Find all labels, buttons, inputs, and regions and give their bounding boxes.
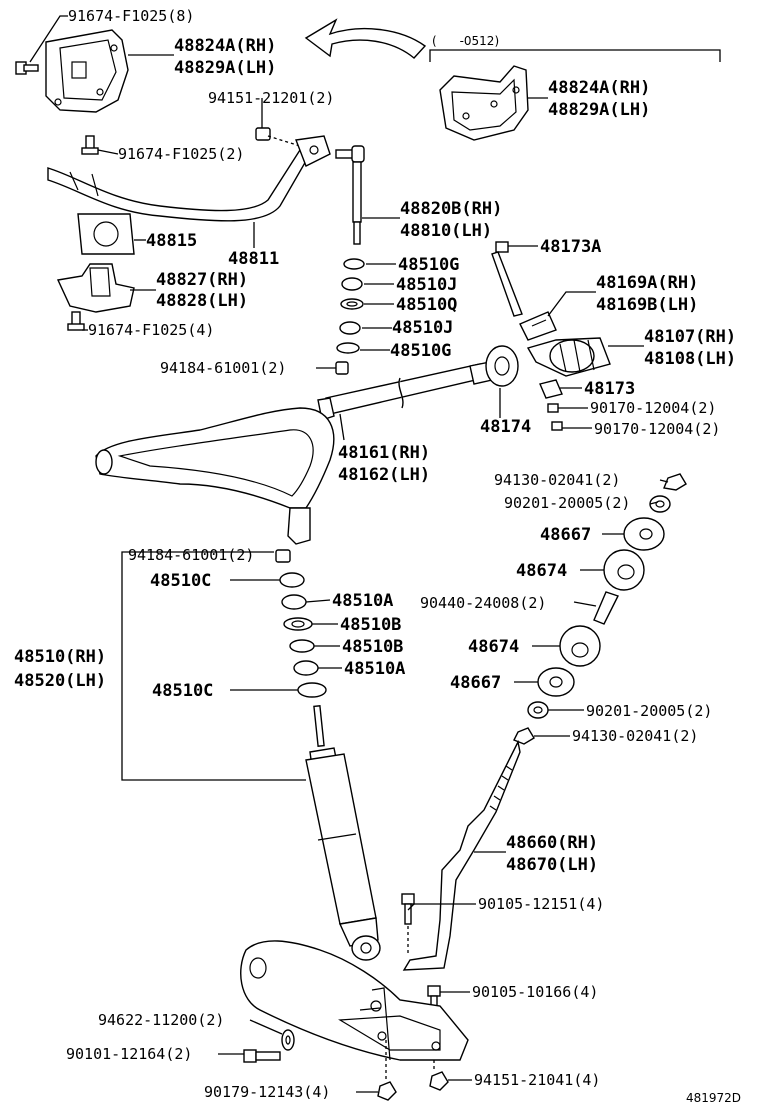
label-48510g-top: 48510G [398, 255, 459, 275]
label-90179-12143-4: 90179-12143(4) [204, 1083, 330, 1101]
label-48674-2: 48674 [468, 637, 519, 657]
label-48510q: 48510Q [396, 295, 457, 315]
label-48510g-2: 48510G [390, 341, 451, 361]
link-bushing-stack [335, 258, 365, 375]
bolt-90101-12164 [243, 1049, 281, 1063]
direction-arrow [304, 18, 427, 59]
bolt-91674-f1025-2 [81, 135, 99, 155]
label-48107-rh: 48107(RH) [644, 327, 736, 347]
label-91674-f1025-8: 91674-F1025(8) [68, 7, 194, 25]
label-91674-f1025-4: 91674-F1025(4) [88, 321, 214, 339]
label-48827-rh: 48827(RH) [156, 270, 248, 290]
label-48829a-lh-2: 48829A(LH) [548, 100, 650, 120]
label-48510c-top: 48510C [150, 571, 211, 591]
label-48667-top: 48667 [540, 525, 591, 545]
label-48162-lh: 48162(LH) [338, 465, 430, 485]
bracket-48824a-right [439, 65, 529, 141]
label-48173: 48173 [584, 379, 635, 399]
label-90105-10166-4: 90105-10166(4) [472, 983, 598, 1001]
bolt-48173a [491, 241, 523, 317]
label-48510j-2: 48510J [392, 318, 453, 338]
label-48510j-top: 48510J [396, 275, 457, 295]
label-48520-lh: 48520(LH) [14, 671, 106, 691]
label-94130-02041-2-top: 94130-02041(2) [494, 471, 620, 489]
stabilizer-link-48820b [335, 145, 365, 245]
upper-control-arm [95, 407, 335, 545]
nut-90170-12004-a [547, 403, 559, 413]
label-48161-rh: 48161(RH) [338, 443, 430, 463]
label-48169a-rh: 48169A(RH) [596, 273, 698, 293]
label-48811: 48811 [228, 249, 279, 269]
bolt-90105-12151 [401, 893, 415, 925]
nut-90179-12143 [377, 1081, 397, 1101]
label-48510-rh: 48510(RH) [14, 647, 106, 667]
label-48660-rh: 48660(RH) [506, 833, 598, 853]
label-90201-20005-2-top: 90201-20005(2) [504, 494, 630, 512]
label-48510a-top: 48510A [332, 591, 393, 611]
nut-94151-21201 [255, 127, 271, 141]
adjuster-48174 [485, 345, 519, 387]
block-48173 [539, 379, 563, 399]
bracket-48660 [402, 739, 521, 971]
label-90105-12151-4: 90105-12151(4) [478, 895, 604, 913]
label-48670-lh: 48670(LH) [506, 855, 598, 875]
washer-94622-11200 [281, 1029, 295, 1051]
label-48824a-rh: 48824A(RH) [174, 36, 276, 56]
bracket-48827 [56, 263, 135, 313]
label-48510c-2: 48510C [152, 681, 213, 701]
label-48815: 48815 [146, 231, 197, 251]
label-90170-12004-2-a: 90170-12004(2) [590, 399, 716, 417]
label-94151-21041-4: 94151-21041(4) [474, 1071, 600, 1089]
label-48810-lh: 48810(LH) [400, 221, 492, 241]
label-48674-top: 48674 [516, 561, 567, 581]
label-94184-61001-2-mid: 94184-61001(2) [128, 546, 254, 564]
label-48173a: 48173A [540, 237, 601, 257]
label-90170-12004-2-b: 90170-12004(2) [594, 420, 720, 438]
label-48828-lh: 48828(LH) [156, 291, 248, 311]
label-48510a-2: 48510A [344, 659, 405, 679]
lower-control-arm [240, 940, 469, 1061]
label-94184-61001-2-top: 94184-61001(2) [160, 359, 286, 377]
label-48829a-lh: 48829A(LH) [174, 58, 276, 78]
label-reference-code: 481972D [686, 1091, 741, 1105]
stabilizer-bar-48811 [47, 135, 331, 222]
label-90101-12164-2: 90101-12164(2) [66, 1045, 192, 1063]
label-90440-24008-2: 90440-24008(2) [420, 594, 546, 612]
label-48510b-2: 48510B [342, 637, 403, 657]
label-date-note: ( -0512) [432, 34, 499, 48]
anchor-48107 [526, 337, 611, 377]
nut-94151-21041 [429, 1071, 449, 1091]
bushing-48815 [77, 213, 135, 255]
nut-90170-12004-b [551, 421, 563, 431]
label-94622-11200-2: 94622-11200(2) [98, 1011, 224, 1029]
label-94151-21201-2: 94151-21201(2) [208, 89, 334, 107]
label-48820b-rh: 48820B(RH) [400, 199, 502, 219]
label-94130-02041-2-bot: 94130-02041(2) [572, 727, 698, 745]
bolt-91674-f1025-4 [67, 311, 85, 331]
bracket-48824a-left [45, 29, 129, 113]
label-48108-lh: 48108(LH) [644, 349, 736, 369]
bolt-91674-f1025-top [15, 61, 39, 75]
shock-absorber-48510 [305, 705, 381, 961]
label-48667-2: 48667 [450, 673, 501, 693]
label-90201-20005-2-bot: 90201-20005(2) [586, 702, 712, 720]
leader-lines [29, 15, 669, 1093]
label-48824a-rh-2: 48824A(RH) [548, 78, 650, 98]
arm-48169a [519, 311, 557, 341]
label-91674-f1025-2: 91674-F1025(2) [118, 145, 244, 163]
label-48174: 48174 [480, 417, 531, 437]
label-48169b-lh: 48169B(LH) [596, 295, 698, 315]
label-48510b-top: 48510B [340, 615, 401, 635]
